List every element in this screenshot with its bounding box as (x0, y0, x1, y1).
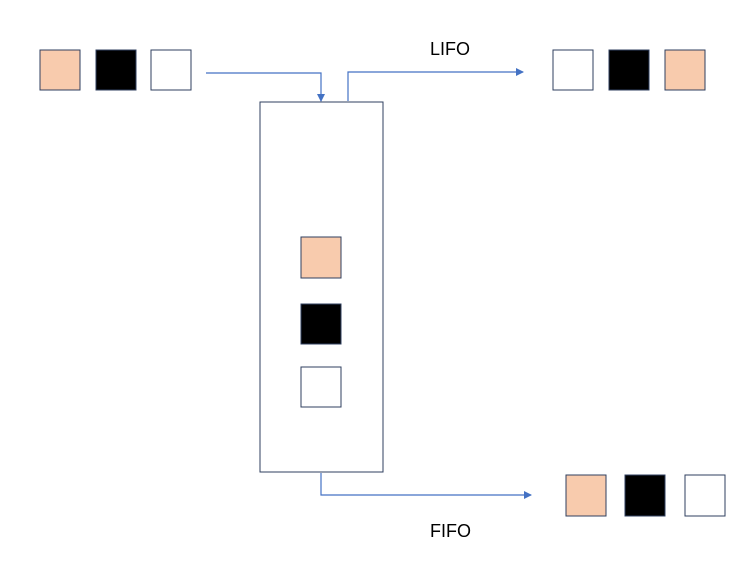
input-block-3 (150, 49, 192, 91)
lifo-output-blocks (552, 49, 706, 91)
lifo-output-block-3 (664, 49, 706, 91)
push-arrow (206, 72, 325, 102)
lifo-label: LIFO (430, 39, 470, 59)
lifo-output-block-1 (552, 49, 594, 91)
fifo-output-block-2 (624, 474, 666, 517)
input-block-2 (95, 49, 137, 91)
input-blocks (39, 49, 192, 91)
stack-container (259, 101, 384, 473)
lifo-arrow (347, 68, 524, 101)
fifo-output-blocks (565, 474, 726, 517)
stack-block-middle (300, 303, 342, 345)
fifo-output-block-3 (684, 474, 726, 517)
stack-blocks (300, 236, 342, 408)
fifo-label: FIFO (430, 521, 471, 541)
stack-block-bottom (300, 366, 342, 408)
stack-block-top (300, 236, 342, 279)
fifo-output-block-1 (565, 474, 607, 517)
lifo-output-block-2 (608, 49, 650, 91)
fifo-arrow (320, 473, 532, 499)
input-block-1 (39, 49, 81, 91)
